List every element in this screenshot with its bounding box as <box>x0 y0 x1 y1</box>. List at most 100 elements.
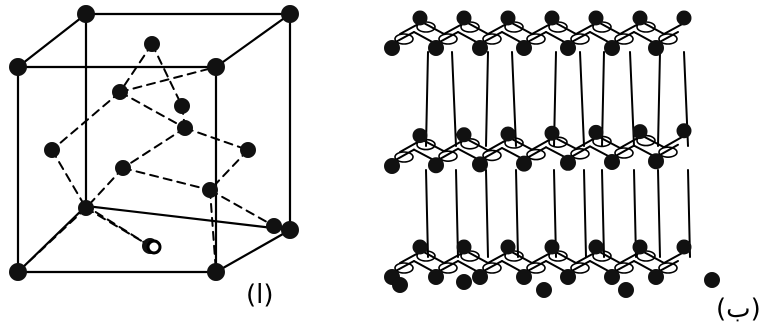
ring-bond <box>509 137 533 151</box>
atom <box>9 58 27 76</box>
hexagon-ring <box>482 33 502 45</box>
atom <box>202 182 218 198</box>
atom <box>500 239 516 255</box>
atom <box>500 126 516 142</box>
bond-line <box>184 127 249 151</box>
atom <box>240 142 256 158</box>
cube-edge <box>214 12 292 69</box>
atom <box>44 142 60 158</box>
bond-line <box>51 91 121 151</box>
atom <box>392 277 408 293</box>
atom <box>384 158 400 174</box>
atom <box>536 282 552 298</box>
interlayer-bond <box>425 169 429 258</box>
atom <box>544 239 560 255</box>
interlayer-bond <box>425 51 429 147</box>
atom <box>112 84 128 100</box>
interlayer-bond <box>485 169 489 258</box>
bond-line <box>85 205 151 247</box>
bond-line <box>119 66 217 93</box>
hexagon-ring <box>526 262 546 274</box>
ring-bond <box>509 21 533 35</box>
ring-bond <box>597 135 621 149</box>
atom <box>604 154 620 170</box>
atom <box>456 10 472 26</box>
ring-bond <box>421 250 445 264</box>
atom <box>604 40 620 56</box>
cube-edge <box>16 12 88 69</box>
atom <box>174 98 190 114</box>
atom <box>516 269 532 285</box>
atom <box>412 239 428 255</box>
ring-bond <box>421 138 445 153</box>
bond-line <box>209 189 275 227</box>
atom <box>412 10 428 26</box>
ring-bond <box>553 21 577 35</box>
bond-line <box>85 207 151 247</box>
atom <box>516 155 532 172</box>
atom <box>676 10 692 26</box>
cube-edge <box>214 228 292 274</box>
atom <box>472 156 488 173</box>
bond-line <box>209 189 217 273</box>
atom <box>456 127 472 143</box>
atom <box>588 239 604 255</box>
hexagon-ring <box>570 33 590 45</box>
hexagon-ring <box>438 150 458 162</box>
interlayer-bond <box>583 169 587 258</box>
atom <box>177 120 193 136</box>
atom <box>384 40 400 56</box>
atom <box>632 10 648 26</box>
diamond-cubic-structure <box>9 5 299 281</box>
ring-bond <box>509 250 533 264</box>
interlayer-bond <box>455 169 459 258</box>
ring-bond <box>553 250 577 264</box>
atom <box>472 40 488 56</box>
atom <box>146 239 162 255</box>
ring-bond <box>641 21 665 35</box>
hexagon-ring <box>614 33 634 45</box>
hexagonal-layered-structure <box>384 10 720 298</box>
atom <box>115 160 131 176</box>
hexagon-ring <box>570 148 590 160</box>
atom <box>144 36 160 52</box>
atom <box>588 10 604 26</box>
atom <box>266 218 282 234</box>
atom <box>560 40 576 56</box>
atom <box>78 200 94 216</box>
atom <box>207 58 225 76</box>
atom <box>516 40 532 56</box>
atom <box>618 282 634 298</box>
interlayer-bond <box>601 169 605 258</box>
bond-line <box>209 149 249 191</box>
interlayer-bond <box>515 169 519 258</box>
hexagon-ring <box>526 33 546 45</box>
atom <box>676 239 692 255</box>
bond-line <box>122 167 211 191</box>
interlayer-bond <box>657 169 661 258</box>
atom <box>648 40 664 56</box>
hexagon-ring <box>614 147 634 159</box>
atom <box>648 269 664 285</box>
interlayer-bond <box>451 51 457 147</box>
atom <box>648 153 664 170</box>
panel-b-label: (ب) <box>716 294 761 324</box>
interlayer-bond <box>511 51 517 147</box>
ring-bond <box>421 21 445 35</box>
atom <box>704 272 720 288</box>
interlayer-bond <box>579 51 585 147</box>
hexagon-ring <box>438 33 458 45</box>
hexagon-ring <box>482 149 502 162</box>
cube-edge <box>84 204 292 232</box>
hexagon-ring <box>658 146 678 158</box>
atom <box>632 239 648 255</box>
bond-line <box>122 127 186 169</box>
atom <box>588 124 604 140</box>
atom <box>456 274 472 290</box>
atom <box>281 221 299 239</box>
interlayer-bond <box>657 51 661 147</box>
atom <box>456 239 472 255</box>
atom <box>544 125 560 141</box>
atom <box>77 5 95 23</box>
